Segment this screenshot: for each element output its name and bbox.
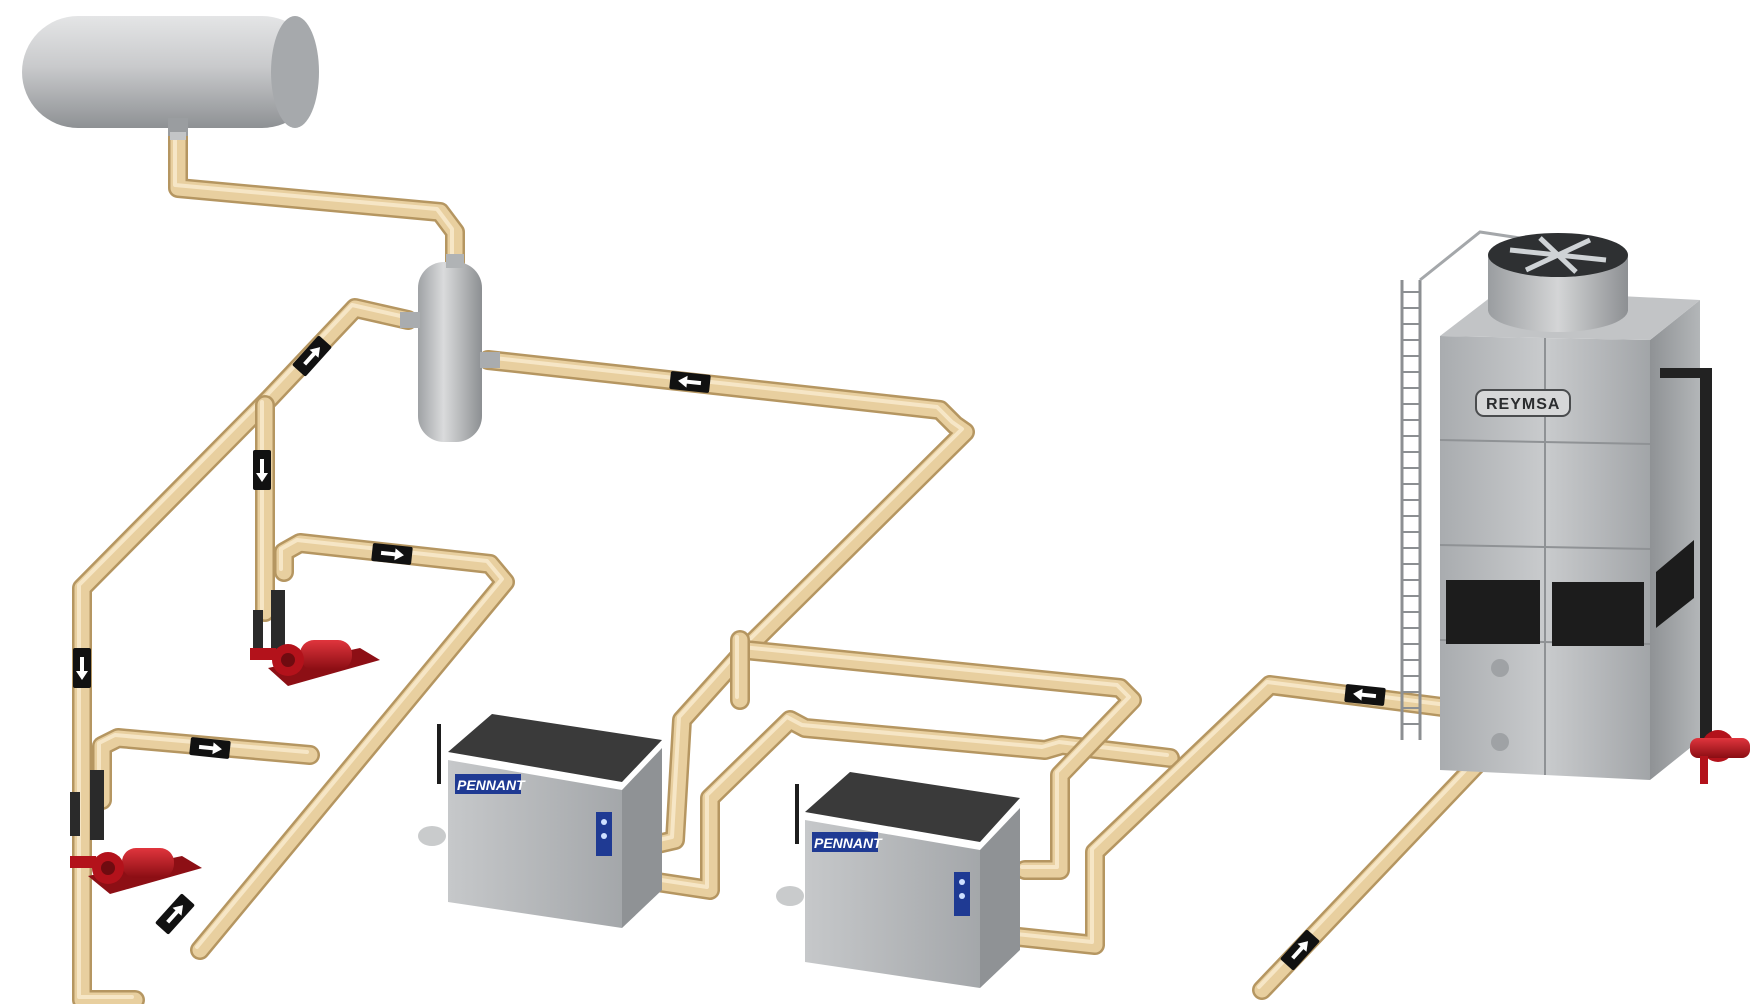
pipe-boiler1-outlet-highlight bbox=[639, 715, 1169, 889]
arrow-icon bbox=[1344, 684, 1386, 706]
expansion-tank bbox=[22, 16, 319, 140]
pipe-boiler-header-highlight bbox=[740, 645, 1131, 869]
boiler-2: PENNANT bbox=[776, 772, 1020, 988]
cooling-tower: REYMSA bbox=[1400, 230, 1750, 784]
arrow-icon bbox=[189, 737, 231, 759]
air-separator bbox=[400, 254, 500, 442]
pipe-supply-header bbox=[74, 300, 416, 1004]
arrow-icon bbox=[155, 893, 195, 935]
pump-1 bbox=[250, 590, 380, 686]
fan-icon bbox=[1509, 236, 1607, 274]
pipe-supply-header-highlight bbox=[77, 303, 407, 999]
pipe-boiler-header bbox=[737, 642, 1140, 878]
tower-pump bbox=[1690, 730, 1750, 784]
flow-arrows bbox=[73, 335, 1386, 971]
arrow-icon bbox=[669, 371, 711, 393]
arrow-icon bbox=[73, 648, 91, 688]
pipe-expansion-line-highlight bbox=[173, 127, 454, 261]
boiler-1: PENNANT bbox=[418, 714, 662, 928]
arrow-icon bbox=[292, 335, 332, 377]
pipe-return-main-highlight bbox=[483, 355, 964, 847]
arrow-icon bbox=[253, 450, 271, 490]
pump-2 bbox=[70, 770, 202, 894]
arrow-icon bbox=[371, 543, 413, 565]
tower-brand: REYMSA bbox=[1486, 396, 1560, 413]
piping-network bbox=[72, 122, 1508, 1004]
boiler2-brand: PENNANT bbox=[814, 835, 883, 851]
arrow-icon bbox=[1280, 929, 1320, 971]
ladder-icon bbox=[1400, 280, 1422, 740]
boiler1-brand: PENNANT bbox=[457, 777, 526, 793]
